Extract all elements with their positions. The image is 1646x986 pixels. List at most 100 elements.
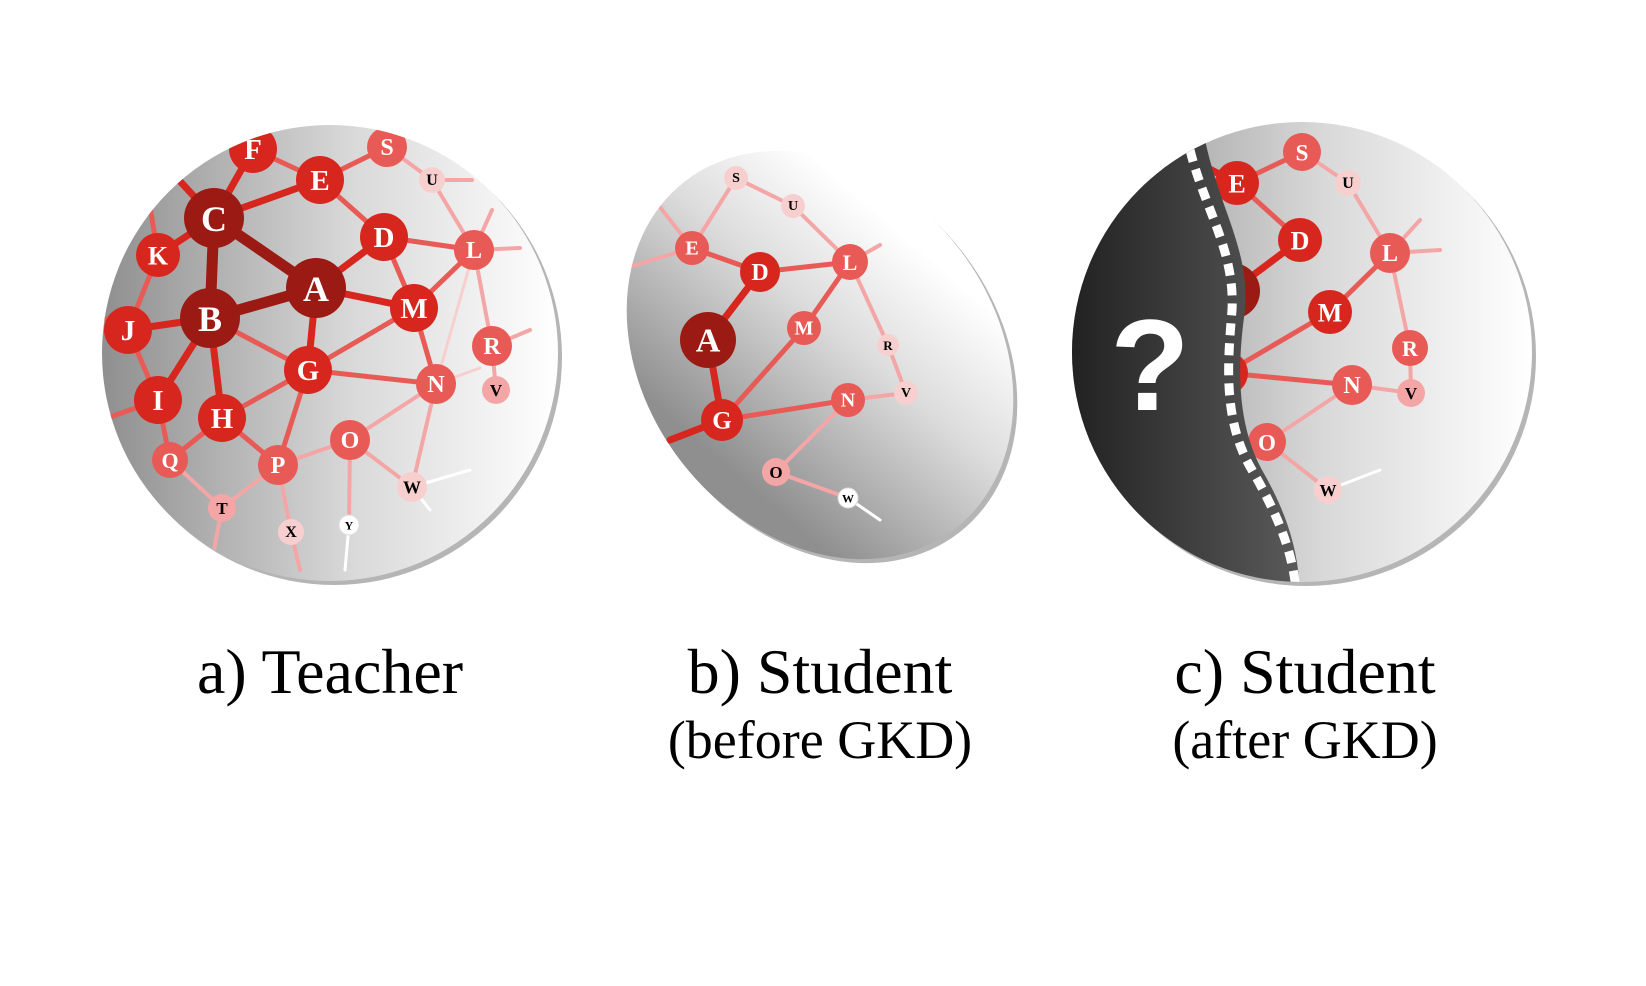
student-before-node-n: N (831, 383, 865, 417)
teacher-node-r: R (472, 326, 512, 366)
student-before-node-v: V (894, 381, 918, 405)
teacher-node-q-circle (152, 442, 188, 478)
teacher-edge-l-n (434, 248, 476, 386)
student-after-node-o: O (1248, 423, 1286, 461)
teacher-node-e: E (296, 156, 344, 204)
teacher-node-j-label: J (121, 315, 136, 347)
student-after-node-r: R (1392, 330, 1428, 366)
student-before-node-l-label: L (843, 250, 858, 275)
teacher-node-o: O (330, 420, 370, 460)
teacher-node-l-label: L (466, 238, 482, 264)
student-after-node-s-label: S (1296, 140, 1309, 165)
student-before-node-a-circle (680, 312, 736, 368)
teacher-node-i: I (134, 376, 182, 424)
teacher-node-a-label: A (303, 269, 329, 309)
student-after-node-n-label: N (1343, 373, 1361, 399)
teacher-node-x-circle (278, 519, 304, 545)
student-before-node-e: E (675, 231, 709, 265)
student-after-node-n-circle (1332, 365, 1372, 405)
teacher-node-i-label: I (152, 385, 163, 417)
student-before-node-o: O (762, 458, 790, 486)
student-before-node-m: M (787, 311, 821, 345)
student-before-node-g-circle (701, 399, 743, 441)
student-before-node-a-label: A (696, 323, 721, 360)
student-after-node-o-circle (1248, 423, 1286, 461)
teacher-node-k-circle (136, 233, 180, 277)
teacher-node-j: J (104, 306, 152, 354)
student-before-node-a: A (680, 312, 736, 368)
student-after-node-e-circle (1215, 161, 1259, 205)
caption-student-after-title: c) Student (1174, 636, 1436, 707)
student-after-node-e: E (1215, 161, 1259, 205)
student-before-node-f-label: F (641, 181, 649, 196)
teacher-node-d-circle (360, 213, 408, 261)
student-before-node-m-circle (787, 311, 821, 345)
caption-student-after: c) Student (after GKD) (1105, 636, 1505, 772)
caption-teacher-title: a) Teacher (196, 636, 464, 707)
teacher-node-u: U (419, 167, 445, 193)
teacher-node-u-circle (419, 167, 445, 193)
teacher-node-t: T (208, 494, 236, 522)
student-after-node-m-label: M (1318, 298, 1343, 327)
caption-student-before-subtitle: (before GKD) (667, 710, 973, 770)
student-before-node-e-circle (675, 231, 709, 265)
student-after-node-r-circle (1392, 330, 1428, 366)
teacher-node-v: V (482, 376, 510, 404)
student-before-node-l: L (832, 244, 868, 280)
teacher-node-m-circle (390, 284, 438, 332)
student-after-node-u-label: U (1342, 175, 1354, 192)
student-before-node-f: F (634, 177, 656, 199)
student-before-node-n-label: N (841, 390, 856, 412)
student-before-edge-g-n (719, 397, 851, 423)
student-before-node-r-label: R (883, 338, 893, 353)
teacher-node-v-label: V (490, 381, 503, 400)
teacher-node-t-label: T (216, 499, 228, 518)
teacher-node-g: G (284, 346, 332, 394)
student-after-node-u-circle (1335, 170, 1361, 196)
student-after-node-l-circle (1370, 233, 1410, 273)
caption-student-after-subtitle: (after GKD) (1172, 710, 1438, 770)
student-before-node-u-circle (781, 194, 805, 218)
teacher-node-d: D (360, 213, 408, 261)
student-after-node-m: M (1308, 290, 1352, 334)
student-after-node-w: W (1314, 476, 1342, 504)
teacher-node-i-circle (134, 376, 182, 424)
teacher-node-g-circle (284, 346, 332, 394)
teacher-node-m-label: M (400, 293, 427, 325)
student-before-node-f-circle (634, 177, 656, 199)
student-before-node-w-label: W (842, 491, 854, 505)
student-after-node-n: N (1332, 365, 1372, 405)
teacher-node-d-label: D (374, 222, 395, 254)
student-after-node-s: S (1283, 133, 1321, 171)
student-after-node-e-label: E (1228, 169, 1245, 198)
teacher-node-n: N (416, 364, 456, 404)
teacher-node-l: L (454, 230, 494, 270)
teacher-node-y: Y (338, 514, 360, 536)
teacher-node-n-circle (416, 364, 456, 404)
teacher-node-o-label: O (341, 428, 360, 454)
teacher-node-g-label: G (297, 355, 320, 387)
student-before-node-r: R (877, 334, 899, 356)
student-before-node-e-label: E (685, 238, 698, 260)
teacher-node-e-label: E (310, 165, 329, 197)
teacher-node-j-circle (104, 306, 152, 354)
teacher-node-n-label: N (427, 372, 445, 398)
teacher-node-s-label: S (380, 135, 393, 161)
student-before-node-g-label: G (712, 407, 731, 434)
student-before-node-o-label: O (769, 463, 782, 482)
teacher-node-o-circle (330, 420, 370, 460)
student-before-node-s-circle (724, 166, 748, 190)
teacher-node-a-circle (286, 258, 346, 318)
teacher-node-c-label: C (201, 199, 227, 239)
student-after-node-u: U (1335, 170, 1361, 196)
teacher-node-k-label: K (148, 241, 169, 270)
student-before-node-w: W (837, 487, 859, 509)
teacher-node-s: S (367, 127, 407, 167)
teacher-node-v-circle (482, 376, 510, 404)
student-after-node-m-circle (1308, 290, 1352, 334)
student-after-node-v: V (1397, 379, 1425, 407)
student-before-node-r-circle (877, 334, 899, 356)
teacher-node-b-circle (180, 288, 240, 348)
